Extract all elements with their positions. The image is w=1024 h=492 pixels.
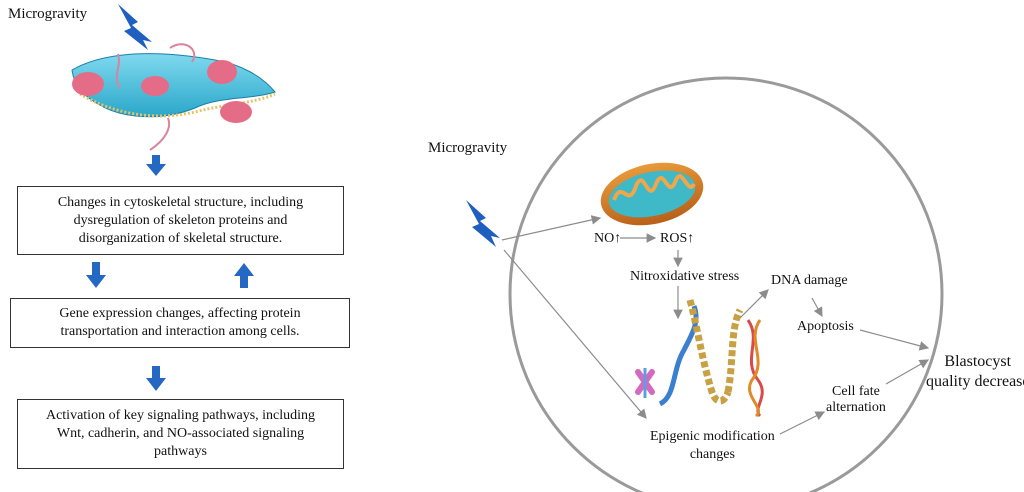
cell-fate-line: alternation (826, 400, 886, 415)
down-arrow-3 (146, 366, 166, 391)
box-line: dysregulation of skeleton proteins and (73, 212, 288, 228)
epigenic-modification-label: Epigenic modification changes (650, 428, 775, 464)
connector-arrows (501, 215, 930, 435)
epigenic-line: Epigenic modification (650, 429, 775, 444)
apoptosis-label: Apoptosis (797, 319, 854, 334)
microgravity-label-right: Microgravity (428, 140, 508, 156)
cell-fate-line: Cell fate (832, 384, 880, 399)
lightning-bolt-icon (466, 200, 500, 247)
chromosome-dna-illustration (635, 299, 764, 418)
box-line: pathways (154, 444, 207, 459)
mitochondrion-illustration (600, 162, 704, 226)
box-line: Gene expression changes, affecting prote… (59, 306, 301, 321)
ros-label: ROS↑ (660, 231, 695, 246)
blastocyst-line: quality decrease (926, 373, 1024, 390)
gene-expression-box: Gene expression changes, affecting prote… (10, 298, 350, 348)
microgravity-label-left: Microgravity (8, 6, 88, 22)
blastocyst-quality-label: Blastocyst quality decrease (926, 352, 1024, 392)
box-line: transportation and interaction among cel… (60, 324, 300, 339)
up-arrow (234, 263, 254, 288)
cell-fate-label: Cell fate alternation (826, 384, 886, 416)
signaling-pathways-box: Activation of key signaling pathways, in… (17, 399, 344, 469)
cell-membrane-illustration (71, 43, 276, 151)
box-line: Wnt, cadherin, and NO-associated signali… (56, 426, 305, 441)
dna-damage-label: DNA damage (771, 273, 848, 288)
down-arrow-2 (86, 262, 106, 288)
epigenic-line: changes (689, 447, 735, 462)
down-arrow-1 (146, 155, 166, 176)
box-line: disorganization of skeletal structure. (78, 230, 283, 246)
blastocyst-line: Blastocyst (944, 353, 1012, 370)
no-label: NO↑ (594, 231, 622, 246)
nitroxidative-stress-label: Nitroxidative stress (630, 269, 740, 284)
cytoskeletal-changes-box: Changes in cytoskeletal structure, inclu… (17, 186, 344, 255)
box-line: Changes in cytoskeletal structure, inclu… (57, 194, 304, 210)
box-line: Activation of key signaling pathways, in… (45, 408, 316, 423)
lightning-bolt-icon (118, 4, 152, 50)
